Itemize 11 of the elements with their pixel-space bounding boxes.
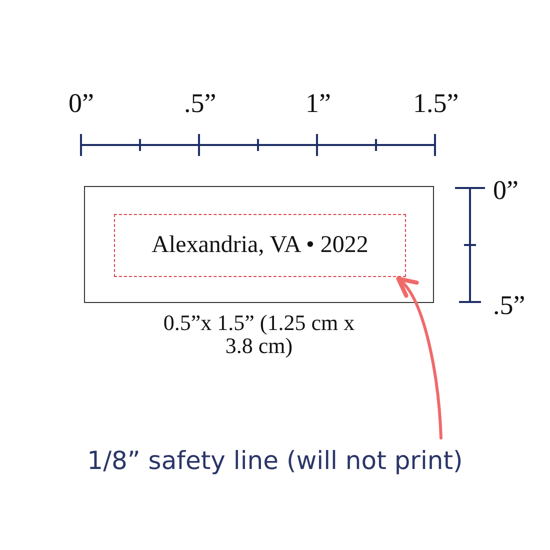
dimension-caption: 0.5”x 1.5” (1.25 cm x 3.8 cm) bbox=[162, 311, 356, 357]
ruler-label: 1” bbox=[306, 90, 331, 117]
ruler-label: .5” bbox=[493, 292, 526, 319]
callout-text: 1/8” safety line (will not print) bbox=[87, 446, 463, 474]
ruler-label: 1.5” bbox=[413, 90, 459, 117]
ruler-label: 0” bbox=[68, 90, 94, 117]
ruler-label: 0” bbox=[493, 177, 518, 204]
ruler-label: .5” bbox=[184, 90, 216, 117]
label-text: Alexandria, VA • 2022 bbox=[152, 232, 368, 259]
label-outline bbox=[84, 186, 434, 303]
arrow bbox=[396, 276, 442, 440]
